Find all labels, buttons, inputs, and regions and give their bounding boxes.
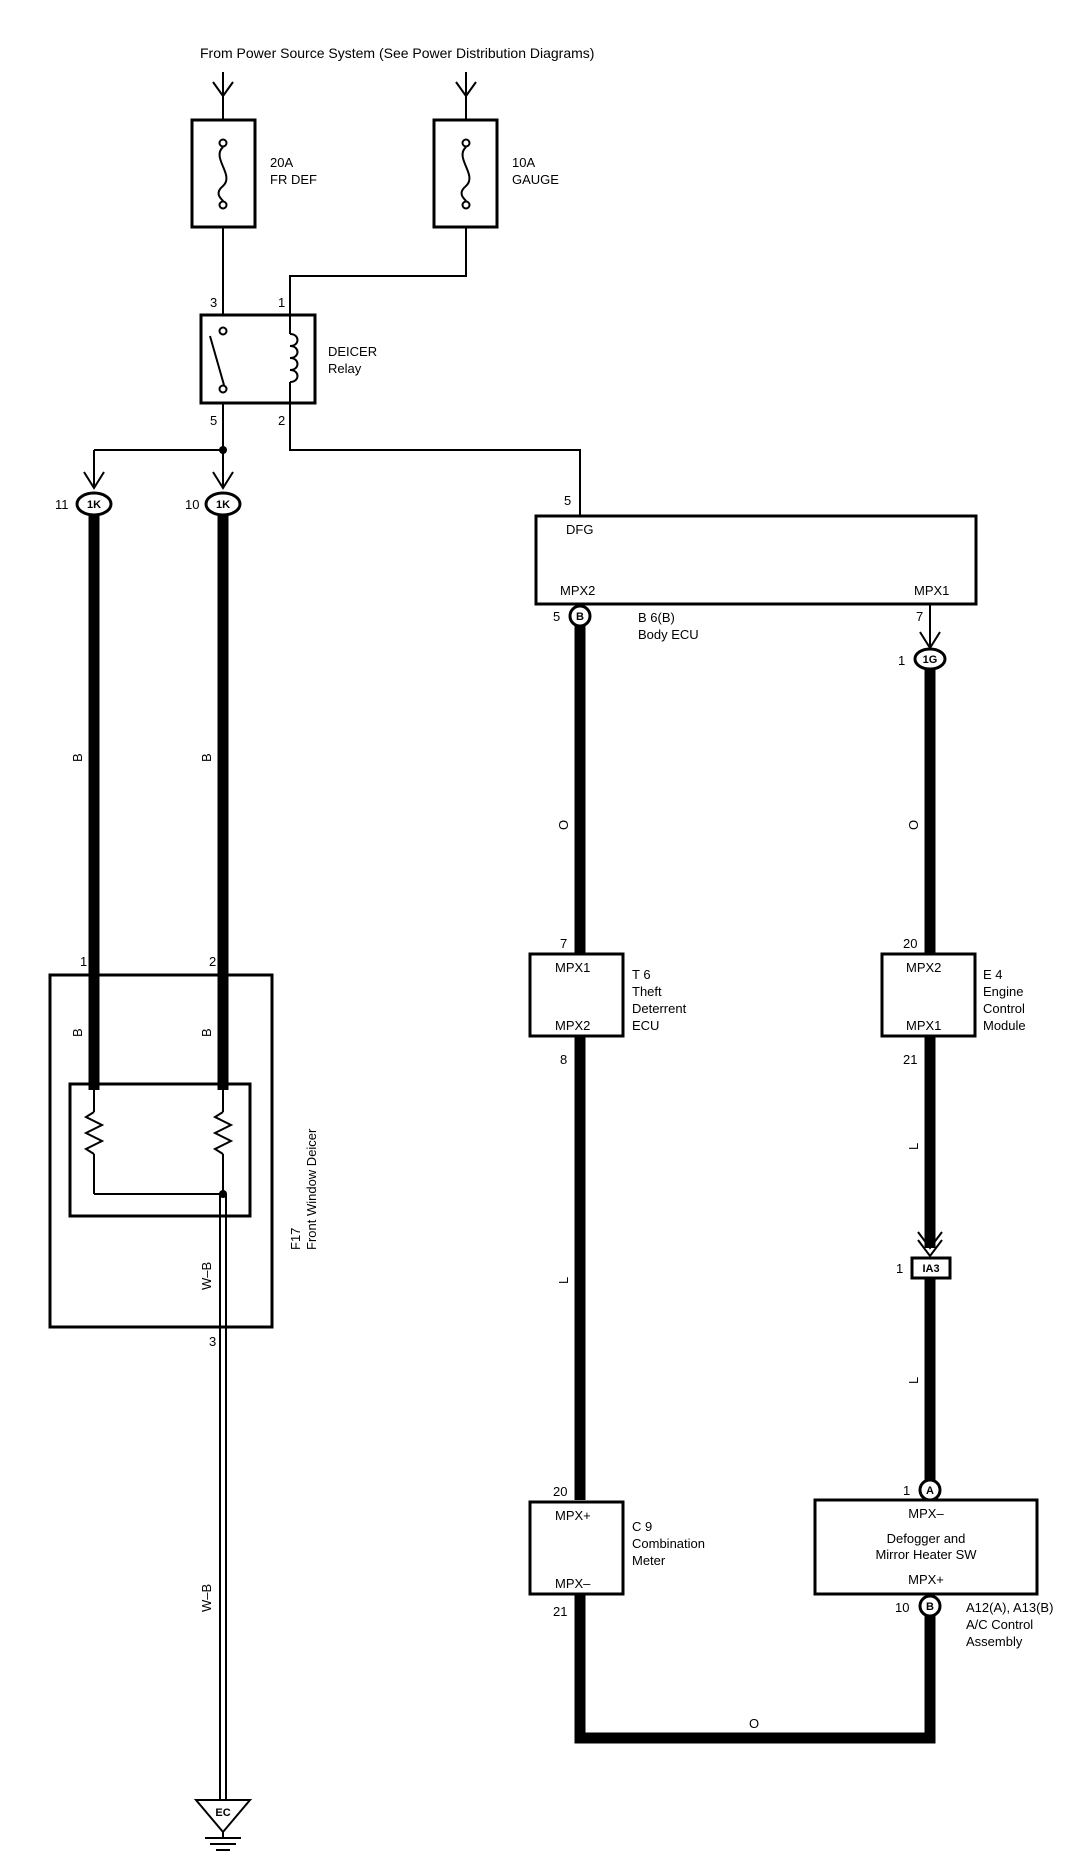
relay-pin-3: 3 bbox=[210, 295, 217, 310]
deicer-name: Front Window Deicer bbox=[304, 1128, 319, 1250]
engine-name-2: Control bbox=[983, 1001, 1025, 1016]
meter-mpx-minus: MPX– bbox=[555, 1576, 591, 1591]
meter-mpx-plus: MPX+ bbox=[555, 1508, 591, 1523]
body-ecu-mpx2: MPX2 bbox=[560, 583, 595, 598]
wire-color-ground1: W–B bbox=[199, 1262, 214, 1290]
theft-mpx2: MPX2 bbox=[555, 1018, 590, 1033]
body-ecu-left-pin: 5 bbox=[553, 609, 560, 624]
body-ecu-name: Body ECU bbox=[638, 627, 699, 642]
fuse-fr-def-name: FR DEF bbox=[270, 172, 317, 187]
body-ecu-input-pin: 5 bbox=[564, 493, 571, 508]
wire-color-right-upper: O bbox=[906, 820, 921, 830]
ia3-connector: 1 IA3 bbox=[896, 1256, 952, 1280]
theft-name-1: Theft bbox=[632, 984, 662, 999]
engine-code: E 4 bbox=[983, 967, 1003, 982]
deicer-relay: 3 1 5 2 DEICER Relay bbox=[199, 295, 377, 428]
theft-deterrent-ecu: 7 MPX1 MPX2 8 T 6 Theft Deterrent ECU bbox=[528, 936, 687, 1067]
front-window-deicer: 1 2 3 B B W–B F17 Front Window Deicer bbox=[48, 954, 319, 1349]
joint-connector-1g: 1 1G bbox=[898, 647, 947, 671]
relay-type: Relay bbox=[328, 361, 362, 376]
meter-name-2: Meter bbox=[632, 1553, 666, 1568]
ac-control-assembly: 1 A MPX– Defogger and Mirror Heater SW M… bbox=[813, 1478, 1053, 1649]
wire-color-deicer-right: B bbox=[199, 1028, 214, 1037]
joint-11-pin: 11 bbox=[55, 497, 69, 512]
deicer-pin-1: 1 bbox=[80, 954, 87, 969]
ac-name-1: A/C Control bbox=[966, 1617, 1033, 1632]
meter-pin-top: 20 bbox=[553, 1484, 567, 1499]
wire-color-bottom: O bbox=[749, 1716, 759, 1731]
fuse-gauge: 10A GAUGE bbox=[432, 72, 559, 229]
joint-11-code: 1K bbox=[87, 499, 101, 511]
joint-connector-1k-10: 10 1K bbox=[185, 491, 242, 517]
ac-pin-top: 1 bbox=[903, 1483, 910, 1498]
relay-pin-5: 5 bbox=[210, 413, 217, 428]
theft-pin-top: 7 bbox=[560, 936, 567, 951]
deicer-pin-2: 2 bbox=[209, 954, 216, 969]
wire-color-right-mid2: L bbox=[906, 1377, 921, 1384]
wire-color-left2: B bbox=[199, 753, 214, 762]
ac-conn-bottom: B bbox=[926, 1601, 934, 1613]
wire-color-ground2: W–B bbox=[199, 1584, 214, 1612]
fuse-fr-def: 20A FR DEF bbox=[190, 72, 317, 229]
joint-10-pin: 10 bbox=[185, 497, 199, 512]
engine-name-3: Module bbox=[983, 1018, 1026, 1033]
wire-color-mid-upper: O bbox=[556, 820, 571, 830]
theft-mpx1: MPX1 bbox=[555, 960, 590, 975]
ac-mpx-minus: MPX– bbox=[908, 1506, 944, 1521]
joint-1g-code: 1G bbox=[923, 654, 938, 666]
ia3-code: IA3 bbox=[922, 1263, 939, 1275]
engine-mpx1: MPX1 bbox=[906, 1018, 941, 1033]
ac-name-2: Assembly bbox=[966, 1634, 1023, 1649]
body-ecu: 5 DFG MPX2 MPX1 5 B 7 B 6(B) Body ECU bbox=[534, 493, 978, 642]
meter-name-1: Combination bbox=[632, 1536, 705, 1551]
joint-1g-pin: 1 bbox=[898, 653, 905, 668]
meter-code: C 9 bbox=[632, 1519, 652, 1534]
theft-pin-bottom: 8 bbox=[560, 1052, 567, 1067]
engine-control-module: 20 MPX2 MPX1 21 E 4 Engine Control Modul… bbox=[880, 936, 1026, 1067]
body-ecu-dfg: DFG bbox=[566, 522, 593, 537]
theft-name-2: Deterrent bbox=[632, 1001, 687, 1016]
relay-pin-2: 2 bbox=[278, 413, 285, 428]
ac-conn-top: A bbox=[926, 1485, 934, 1497]
meter-pin-bottom: 21 bbox=[553, 1604, 567, 1619]
ia3-pin: 1 bbox=[896, 1261, 903, 1276]
wire-color-mid-lower: L bbox=[556, 1277, 571, 1284]
engine-mpx2: MPX2 bbox=[906, 960, 941, 975]
ground-ec: EC bbox=[193, 1799, 253, 1851]
fuse-gauge-name: GAUGE bbox=[512, 172, 559, 187]
relay-name: DEICER bbox=[328, 344, 377, 359]
ground-code: EC bbox=[215, 1807, 230, 1819]
joint-connector-1k-11: 11 1K bbox=[55, 491, 113, 517]
theft-code: T 6 bbox=[632, 967, 651, 982]
fuse-gauge-rating: 10A bbox=[512, 155, 535, 170]
ac-sw-line-1: Defogger and bbox=[887, 1531, 966, 1546]
ac-mpx-plus: MPX+ bbox=[908, 1572, 944, 1587]
ac-code: A12(A), A13(B) bbox=[966, 1600, 1053, 1615]
engine-pin-top: 20 bbox=[903, 936, 917, 951]
relay-pin-1: 1 bbox=[278, 295, 285, 310]
combination-meter: 20 MPX+ MPX– 21 C 9 Combination Meter bbox=[528, 1484, 705, 1619]
body-ecu-code: B 6(B) bbox=[638, 610, 675, 625]
deicer-code: F17 bbox=[288, 1228, 303, 1250]
body-ecu-mpx1: MPX1 bbox=[914, 583, 949, 598]
deicer-pin-3: 3 bbox=[209, 1334, 216, 1349]
wire-color-deicer-left: B bbox=[70, 1028, 85, 1037]
body-ecu-left-conn: B bbox=[576, 611, 584, 623]
body-ecu-right-pin: 7 bbox=[916, 609, 923, 624]
wire-color-left1: B bbox=[70, 753, 85, 762]
power-source-label: From Power Source System (See Power Dist… bbox=[200, 45, 594, 61]
ac-pin-bottom: 10 bbox=[895, 1600, 909, 1615]
wire-color-right-mid1: L bbox=[906, 1143, 921, 1150]
engine-name-1: Engine bbox=[983, 984, 1023, 999]
engine-pin-bottom: 21 bbox=[903, 1052, 917, 1067]
joint-10-code: 1K bbox=[216, 499, 230, 511]
fuse-fr-def-rating: 20A bbox=[270, 155, 293, 170]
ac-sw-line-2: Mirror Heater SW bbox=[875, 1547, 977, 1562]
theft-name-3: ECU bbox=[632, 1018, 659, 1033]
